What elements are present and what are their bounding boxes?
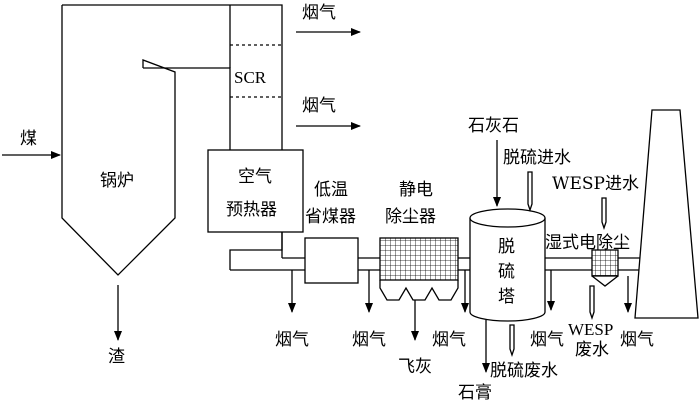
desulf-wastewater-label: 脱硫废水 [490,361,558,381]
scr-label: SCR [234,68,267,87]
limestone-label: 石灰石 [468,116,519,136]
low-temp-economizer-label-2: 省煤器 [305,207,356,227]
coal-label: 煤 [20,129,37,149]
air-preheater-label-1: 空气 [238,167,272,187]
air-preheater-label-2: 预热器 [226,200,277,220]
wesp-inlet-nozzle [601,197,607,231]
desulf-wastewater-nozzle [509,324,515,358]
wet-esp [591,249,619,287]
flue-duct [230,232,652,271]
tower-label-3: 塔 [498,287,515,307]
stack [634,109,699,319]
slag-label: 渣 [108,347,125,367]
fly-ash-label: 飞灰 [398,357,432,377]
flue-gas-b5-label: 烟气 [620,330,654,350]
air-preheater [207,149,304,233]
flue-gas-b3-label: 烟气 [432,330,466,350]
boiler-label: 锅炉 [100,171,134,191]
low-temp-economizer-label-1: 低温 [314,180,348,200]
flue-gas-b1-label: 烟气 [275,330,309,350]
esp-label-2: 除尘器 [385,207,436,227]
gypsum-label: 石膏 [458,382,492,403]
wesp-wastewater-label-2: 废水 [575,340,609,360]
flue-gas-mid-label: 烟气 [302,96,336,116]
electrostatic-precipitator [379,237,459,301]
wesp-wastewater-label-1: WESP [568,320,613,339]
tower-label-2: 硫 [498,262,515,282]
desulf-inlet-water-label: 脱硫进水 [503,148,571,168]
desulf-inlet-nozzle [527,171,533,213]
wesp-inlet-water-label: WESP进水 [552,174,639,194]
wet-esp-label: 湿式电除尘 [545,233,630,253]
flue-gas-b4-label: 烟气 [530,330,564,350]
desulfurization-tower [469,208,546,322]
flue-gas-top-label: 烟气 [302,3,336,23]
wesp-wastewater-nozzle [589,285,595,321]
low-temp-economizer [304,237,359,284]
flue-gas-b2-label: 烟气 [352,330,386,350]
tower-label-1: 脱 [498,237,515,257]
scr-section: SCR [230,44,282,98]
esp-label-1: 静电 [399,180,433,200]
